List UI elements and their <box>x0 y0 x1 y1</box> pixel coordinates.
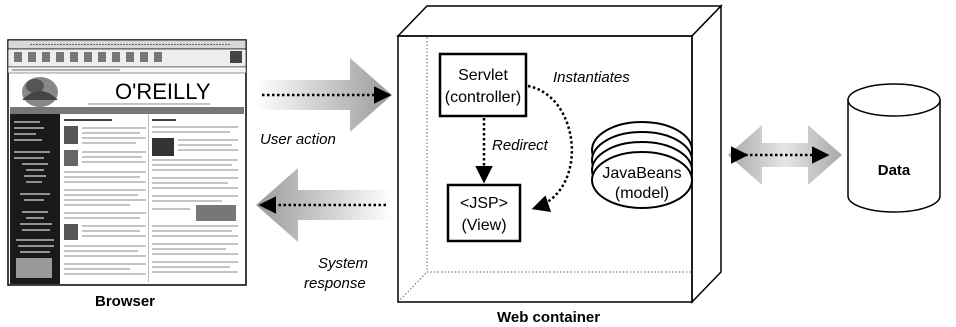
browser-toolbar-icons <box>14 51 242 63</box>
browser-page-header: O'REILLY <box>10 74 244 107</box>
browser-window: O'REILLY <box>7 39 247 286</box>
system-response-label-line2: response <box>304 275 366 292</box>
servlet-label: Servlet <box>458 67 508 84</box>
browser-content <box>64 119 238 275</box>
user-action-label: User action <box>260 131 336 148</box>
web-container-label: Web container <box>497 309 600 326</box>
browser-sidebar <box>10 114 60 284</box>
oreilly-logo: O'REILLY <box>115 79 211 104</box>
model-label: (model) <box>615 185 669 202</box>
browser-label: Browser <box>95 293 155 310</box>
web-container-box <box>396 4 723 304</box>
user-action-arrow <box>256 58 392 132</box>
system-response-label-line1: System <box>318 255 368 272</box>
jsp-label: <JSP> <box>460 195 508 212</box>
data-label: Data <box>878 162 911 179</box>
javabeans-model-stack <box>591 121 693 209</box>
controller-label: (controller) <box>445 89 521 106</box>
jsp-view-box: <JSP> (View) <box>446 183 522 243</box>
instantiates-label: Instantiates <box>553 69 630 86</box>
redirect-label: Redirect <box>492 137 549 154</box>
servlet-controller-box: Servlet (controller) <box>438 52 528 118</box>
system-response-arrow <box>256 168 392 242</box>
view-label: (View) <box>461 217 506 234</box>
javabeans-label: JavaBeans <box>602 165 681 182</box>
database-cylinder <box>847 83 941 213</box>
data-exchange-arrow <box>728 125 842 185</box>
